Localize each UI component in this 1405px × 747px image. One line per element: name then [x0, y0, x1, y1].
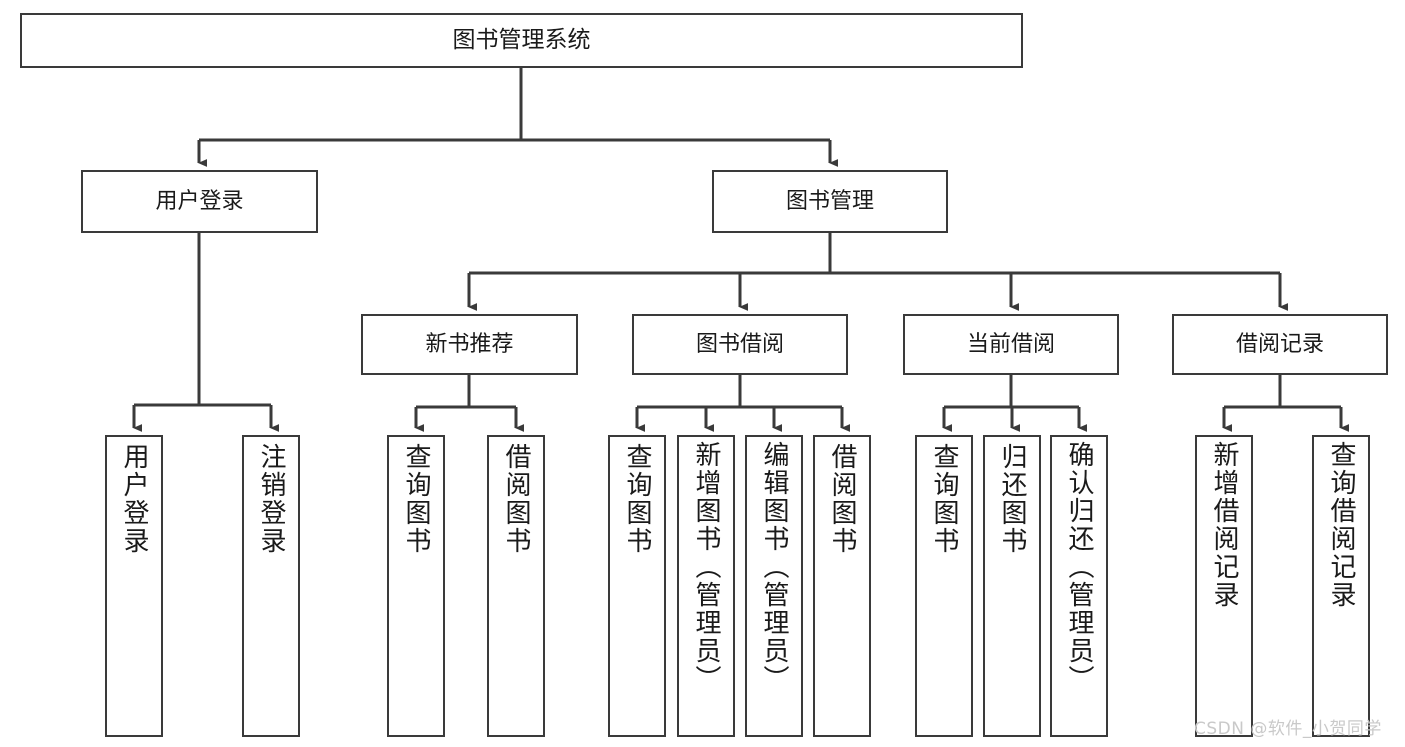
node-label: 图书管理系统	[452, 26, 591, 53]
leaf-user-logout[interactable]: 注销登录	[242, 435, 300, 737]
leaf-query-borrow-record[interactable]: 查询借阅记录	[1312, 435, 1370, 737]
node-label: 借阅图书	[501, 443, 531, 555]
node-label: 新增图书（管理员）	[691, 441, 721, 693]
node-book-management[interactable]: 图书管理	[712, 170, 948, 233]
csdn-watermark: CSDN @软件_小贺同学	[1194, 719, 1382, 739]
node-label: 图书借阅	[695, 331, 784, 357]
node-label: 注销登录	[256, 443, 286, 555]
node-borrow-record[interactable]: 借阅记录	[1172, 314, 1388, 375]
node-current-borrow[interactable]: 当前借阅	[903, 314, 1119, 375]
node-root-system[interactable]: 图书管理系统	[20, 13, 1023, 68]
node-user-login[interactable]: 用户登录	[81, 170, 318, 233]
leaf-user-login[interactable]: 用户登录	[105, 435, 163, 737]
leaf-query-book-current[interactable]: 查询图书	[915, 435, 973, 737]
node-label: 新书推荐	[425, 331, 514, 357]
leaf-borrow-book[interactable]: 借阅图书	[813, 435, 871, 737]
leaf-query-book-borrow[interactable]: 查询图书	[608, 435, 666, 737]
leaf-query-book-recommend[interactable]: 查询图书	[387, 435, 445, 737]
leaf-edit-book-admin[interactable]: 编辑图书（管理员）	[745, 435, 803, 737]
leaf-add-book-admin[interactable]: 新增图书（管理员）	[677, 435, 735, 737]
leaf-return-book[interactable]: 归还图书	[983, 435, 1041, 737]
leaf-add-borrow-record[interactable]: 新增借阅记录	[1195, 435, 1253, 737]
node-label: 查询图书	[622, 443, 652, 555]
leaf-borrow-book-recommend[interactable]: 借阅图书	[487, 435, 545, 737]
leaf-confirm-return-admin[interactable]: 确认归还（管理员）	[1050, 435, 1108, 737]
node-label: 编辑图书（管理员）	[759, 441, 789, 693]
node-new-book-recommend[interactable]: 新书推荐	[361, 314, 578, 375]
node-label: 查询借阅记录	[1326, 441, 1356, 609]
node-label: 图书管理	[785, 188, 874, 214]
node-label: 用户登录	[155, 188, 244, 214]
node-label: 用户登录	[119, 443, 149, 555]
node-label: 当前借阅	[966, 331, 1055, 357]
node-label: 借阅图书	[827, 443, 857, 555]
node-label: 查询图书	[401, 443, 431, 555]
node-label: 确认归还（管理员）	[1064, 441, 1094, 693]
node-label: 新增借阅记录	[1209, 441, 1239, 609]
node-label: 查询图书	[929, 443, 959, 555]
node-book-borrow[interactable]: 图书借阅	[632, 314, 848, 375]
node-label: 借阅记录	[1235, 331, 1324, 357]
node-label: 归还图书	[997, 443, 1027, 555]
